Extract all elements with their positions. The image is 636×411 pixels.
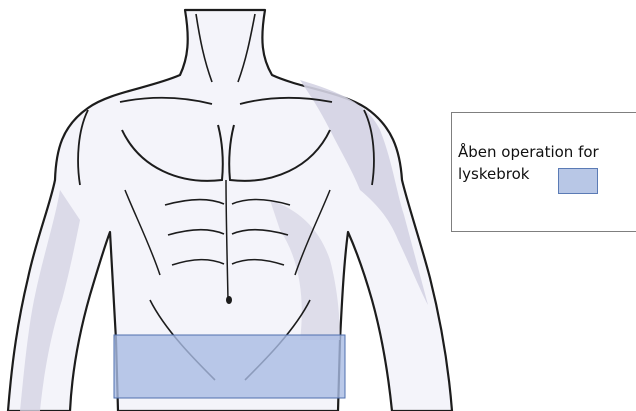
navel xyxy=(226,296,232,304)
groin-highlight-region xyxy=(114,335,345,398)
legend-box: Åben operation for lyskebrok xyxy=(451,112,636,232)
legend-swatch xyxy=(558,168,598,194)
